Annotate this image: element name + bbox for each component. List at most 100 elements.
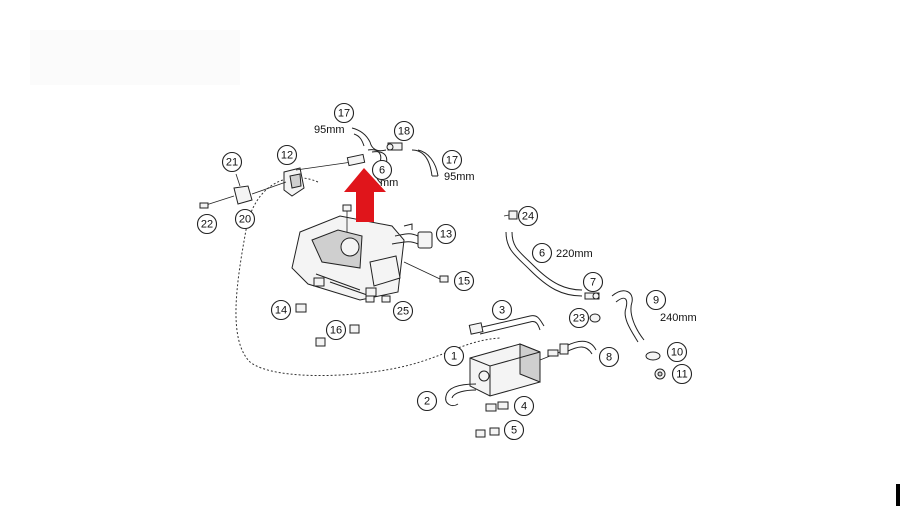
callout-number: 15 xyxy=(458,276,470,288)
dashed-harness-line xyxy=(235,177,501,376)
callout-number: 12 xyxy=(281,150,293,162)
hose-17-right xyxy=(411,149,439,177)
callout-circle xyxy=(598,346,620,368)
callout-number: 25 xyxy=(397,306,409,318)
callout-circle xyxy=(435,223,457,245)
callout-4: 4 xyxy=(513,395,535,417)
watermark-area xyxy=(30,30,240,85)
callout-12: 12 xyxy=(276,144,298,166)
callout-circle xyxy=(333,102,355,124)
dim-17-upper: 95mm xyxy=(314,124,345,136)
callout-14: 14 xyxy=(270,299,292,321)
callout-number: 5 xyxy=(511,425,517,437)
callout-circle xyxy=(196,213,218,235)
callout-number: 24 xyxy=(522,211,534,223)
callout-13: 13 xyxy=(435,223,457,245)
callout-circle xyxy=(270,299,292,321)
dim-6-right: 220mm xyxy=(556,248,593,260)
callout-7: 7 xyxy=(582,271,604,293)
callout-circle xyxy=(671,363,693,385)
callout-6a: 6 xyxy=(371,159,393,181)
part-20-bracket xyxy=(199,173,287,209)
part-7-connector xyxy=(584,292,600,300)
part-10-clamp xyxy=(645,351,661,361)
callout-number: 1 xyxy=(451,351,457,363)
callout-circle xyxy=(276,144,298,166)
callout-20: 20 xyxy=(234,208,256,230)
callout-number: 22 xyxy=(201,219,213,231)
callout-6b: 6 xyxy=(531,242,553,264)
callout-3: 3 xyxy=(491,299,513,321)
hose-2 xyxy=(445,383,477,407)
callout-10: 10 xyxy=(666,341,688,363)
callout-number: 13 xyxy=(440,229,452,241)
callout-2: 2 xyxy=(416,390,438,412)
callout-24: 24 xyxy=(517,205,539,227)
callout-circle xyxy=(531,242,553,264)
callout-number: 6 xyxy=(379,165,385,177)
callout-number: 17 xyxy=(338,108,350,120)
callout-number: 8 xyxy=(606,352,612,364)
callout-21: 21 xyxy=(221,151,243,173)
callout-circle xyxy=(392,300,414,322)
callout-number: 17 xyxy=(446,155,458,167)
clips-4 xyxy=(485,401,509,412)
dim-9: 240mm xyxy=(660,312,697,324)
callout-18: 18 xyxy=(393,120,415,142)
callout-number: 11 xyxy=(676,369,687,381)
callout-number: 10 xyxy=(671,347,683,359)
part-12 xyxy=(283,153,366,197)
callout-number: 4 xyxy=(521,401,527,413)
callout-circle xyxy=(503,419,525,441)
callout-circle xyxy=(416,390,438,412)
callout-circle xyxy=(453,270,475,292)
callout-circle xyxy=(582,271,604,293)
callout-circle xyxy=(443,345,465,367)
part-23-clamp xyxy=(589,313,601,323)
hose-6-right xyxy=(505,231,583,297)
callout-circle xyxy=(371,159,393,181)
dim-6-upper-partial: mm xyxy=(380,177,398,189)
callout-1: 1 xyxy=(443,345,465,367)
callout-number: 16 xyxy=(330,325,342,337)
callout-25: 25 xyxy=(392,300,414,322)
callout-9: 9 xyxy=(645,289,667,311)
callout-16: 16 xyxy=(325,319,347,341)
callout-circle xyxy=(234,208,256,230)
scrollbar-edge xyxy=(896,484,900,506)
callout-11: 11 xyxy=(671,363,693,385)
dim-17-right: 95mm xyxy=(444,171,475,183)
callout-number: 6 xyxy=(539,248,545,260)
part-18 xyxy=(386,142,403,151)
callout-number: 21 xyxy=(226,157,238,169)
callout-circle xyxy=(513,395,535,417)
callout-number: 9 xyxy=(653,295,659,307)
callout-circle xyxy=(221,151,243,173)
part-11-clip xyxy=(654,368,666,380)
highlight-arrow xyxy=(344,168,386,222)
callout-23: 23 xyxy=(568,307,590,329)
callout-circle xyxy=(393,120,415,142)
callout-number: 18 xyxy=(398,126,410,138)
valve-assembly xyxy=(291,215,405,301)
callout-15: 15 xyxy=(453,270,475,292)
callout-number: 2 xyxy=(424,396,430,408)
callout-circle xyxy=(441,149,463,171)
callout-circle xyxy=(568,307,590,329)
callout-8: 8 xyxy=(598,346,620,368)
callout-number: 23 xyxy=(573,313,585,325)
pipe-3 xyxy=(468,315,545,335)
callout-22: 22 xyxy=(196,213,218,235)
hose-9 xyxy=(611,290,645,343)
callout-circle xyxy=(325,319,347,341)
callout-circle xyxy=(666,341,688,363)
callout-number: 14 xyxy=(275,305,287,317)
callout-number: 7 xyxy=(590,277,596,289)
callout-number: 20 xyxy=(239,214,251,226)
tube-13 xyxy=(391,223,433,249)
callout-circle xyxy=(645,289,667,311)
callout-17a: 17 xyxy=(333,102,355,124)
hose-17-upper xyxy=(351,127,387,152)
canister-1 xyxy=(469,343,561,397)
